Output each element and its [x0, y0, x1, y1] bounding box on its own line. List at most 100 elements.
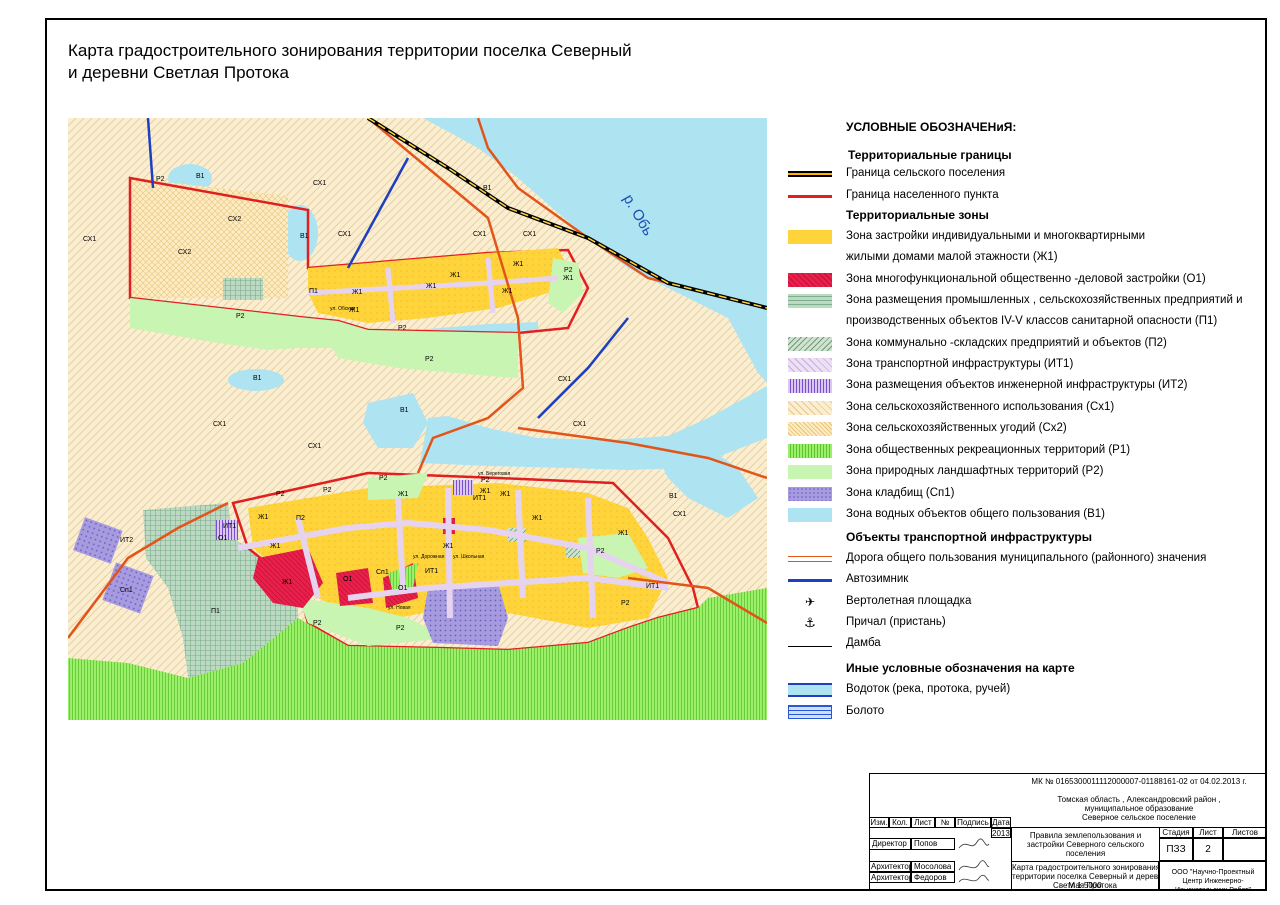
zone-label: В1	[400, 407, 409, 414]
swatch-zh1	[788, 230, 832, 244]
zone-label: Р2	[621, 600, 630, 607]
col-kol: Кол.	[889, 817, 911, 828]
zone-label: Р2	[236, 313, 245, 320]
zone-label: Ж1	[443, 543, 453, 550]
zone-label: ИТ1	[425, 568, 438, 575]
swatch-o1	[788, 273, 832, 287]
zone-label: Ж1	[349, 307, 359, 314]
organization: ООО "Научно-Проектный Центр Инженерно-Из…	[1159, 861, 1267, 891]
zone-label: СХ1	[473, 231, 486, 238]
legend-label: Зона размещения объектов инженерной инфр…	[846, 379, 1188, 391]
name-architect-1: Мосолова	[911, 861, 955, 872]
street-label: ул. Обская	[330, 306, 355, 312]
zone-r2-south-2	[368, 473, 428, 500]
legend-row-sp1: Зона кладбищ (Сп1)	[788, 485, 1268, 503]
legend-row-road: Дорога общего пользования муниципального…	[788, 550, 1268, 568]
zone-label: Р2	[481, 477, 490, 484]
sheet-header: Лист	[1193, 827, 1223, 838]
zone-sp1-a	[73, 517, 123, 564]
drawing-line2: территории поселка Северный и деревни	[1012, 872, 1159, 881]
zone-label: Ж1	[532, 515, 542, 522]
legend-label: Зона застройки индивидуальными и многокв…	[846, 230, 1146, 242]
zone-label: Ж1	[270, 543, 280, 550]
col-date: Дата	[991, 817, 1011, 828]
swatch-v1	[788, 508, 832, 522]
legend-section-borders: Территориальные границы	[848, 148, 1012, 162]
stage-value: ПЗЗ	[1159, 838, 1193, 861]
zone-label: Ж1	[282, 579, 292, 586]
swatch-it2	[788, 379, 832, 393]
doc-line2: застройки Северного сельского	[1026, 840, 1145, 849]
zone-label: ИТ2	[120, 537, 133, 544]
swatch-it1	[788, 358, 832, 372]
legend-label-2: производственных объектов IV-V классов с…	[846, 315, 1218, 327]
zone-label: СХ1	[83, 236, 96, 243]
legend-label: Зона сельскохозяйственных угодий (Сх2)	[846, 422, 1067, 434]
swatch-p2	[788, 337, 832, 351]
legend-row-swamp: Болото	[788, 703, 1268, 721]
zone-label: Ж1	[502, 288, 512, 295]
name-director: Попов	[911, 838, 955, 850]
dam-icon	[788, 637, 832, 651]
winter-road	[146, 118, 629, 419]
zone-label: СХ2	[178, 249, 191, 256]
col-izm: Изм.	[869, 817, 889, 828]
swatch-swamp	[788, 705, 832, 719]
legend-row-o1: Зона многофункциональной общественно -де…	[788, 271, 1268, 289]
zone-label: Р2	[323, 487, 332, 494]
zone-label: Р2	[379, 475, 388, 482]
zone-label: Р2	[313, 620, 322, 627]
region-line3: Северное сельское поселение	[1082, 813, 1196, 822]
document-name: Правила землепользования и застройки Сев…	[1011, 827, 1159, 861]
drawing-line1: Карта градостроительного зонирования	[1012, 863, 1159, 872]
zone-label: О1	[218, 535, 227, 542]
drawing-line3: Светлая Протока	[1053, 881, 1117, 890]
stage-header: Стадия	[1159, 827, 1193, 838]
road-municipal	[367, 118, 767, 625]
swatch-settlement-border	[788, 189, 832, 203]
legend-row-p1: Зона размещения промышленных , сельскохо…	[788, 292, 1268, 327]
legend-label: Граница населенного пункта	[846, 189, 999, 201]
zone-r2-north-3	[548, 258, 583, 313]
zone-label: ИТ1	[473, 495, 486, 502]
zone-p1-south	[143, 503, 298, 678]
zone-label: Ж1	[563, 275, 573, 282]
zone-label: Ж1	[513, 261, 523, 268]
legend-label: Дамба	[846, 637, 881, 649]
zone-p1-north	[223, 278, 263, 300]
zone-label: СХ1	[673, 511, 686, 518]
zone-label: Р2	[276, 491, 285, 498]
zone-label: СХ1	[558, 376, 571, 383]
legend-row-pier: ⚓ Причал (пристань)	[788, 614, 1268, 632]
zone-label: П1	[211, 608, 220, 615]
swatch-winter-road	[788, 573, 832, 587]
legend-row-watercourse: Водоток (река, протока, ручей)	[788, 681, 1268, 699]
col-num: №	[935, 817, 955, 828]
legend-row-dam: Дамба	[788, 635, 1268, 653]
role-director: Директор	[869, 838, 911, 850]
name-architect-2: Федоров	[911, 872, 955, 883]
legend-label: Болото	[846, 705, 885, 717]
region-line1: Томская область , Александровский район …	[1057, 795, 1221, 804]
contract-number: МК № 0165300011112000007-01188161-02 от …	[1031, 777, 1247, 786]
sheets-value	[1223, 838, 1267, 861]
legend-label: Зона водных объектов общего пользования …	[846, 508, 1106, 520]
legend-label: Зона многофункциональной общественно -де…	[846, 273, 1206, 285]
street-label: ул. Береговая	[478, 471, 511, 477]
zone-label: СХ1	[313, 180, 326, 187]
zone-r2-south	[298, 598, 448, 646]
zone-label: СХ1	[573, 421, 586, 428]
lake-3	[228, 369, 284, 391]
legend-label: Зона транспортной инфраструктуры (ИТ1)	[846, 358, 1074, 370]
legend-label: Зона сельскохозяйственного использования…	[846, 401, 1115, 413]
zone-label: ИТ1	[646, 583, 659, 590]
legend-row-sx1: Зона сельскохозяйственного использования…	[788, 399, 1268, 417]
zone-p2-south-2	[566, 546, 580, 558]
street-label: ул. Дорожная	[413, 554, 445, 560]
legend-label: Зона общественных рекреационных территор…	[846, 444, 1131, 456]
legend-label-2: жилыми домами малой этажности (Ж1)	[846, 251, 1058, 263]
role-architect-1: Архитектор	[869, 861, 911, 872]
legend-row-it1: Зона транспортной инфраструктуры (ИТ1)	[788, 356, 1268, 374]
